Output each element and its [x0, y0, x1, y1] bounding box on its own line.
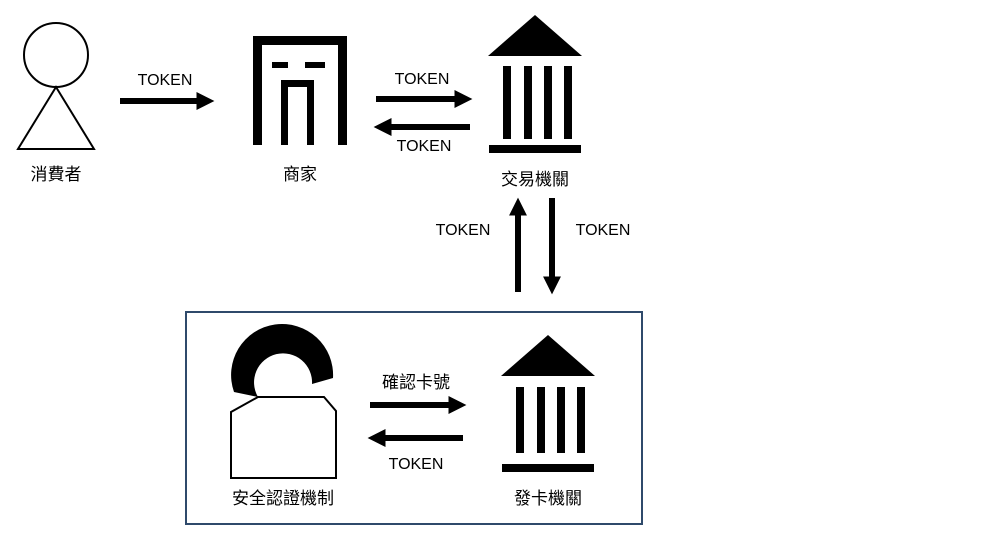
- merchant-shop-icon: [253, 36, 347, 145]
- consumer-person-icon: [16, 22, 96, 150]
- security-label: 安全認證機制: [232, 489, 334, 509]
- consumer-label: 消費者: [31, 165, 82, 185]
- arrow-security-to-issuer-label: 確認卡號: [382, 373, 450, 393]
- issuer-bank-icon: [501, 335, 595, 472]
- arrow-consumer-to-merchant-label: TOKEN: [138, 72, 193, 89]
- arrow-issuer-to-security-label: TOKEN: [389, 456, 444, 473]
- issuer-label: 發卡機關: [514, 489, 582, 509]
- arrow-merchant-to-acquirer-label: TOKEN: [395, 71, 450, 88]
- security-lock-icon: [230, 324, 337, 479]
- arrow-acquirer-to-merchant-label: TOKEN: [397, 138, 452, 155]
- arrow-acquirer-to-issuer-label: TOKEN: [576, 222, 631, 239]
- issuer-domain-frame: [185, 311, 643, 525]
- acquirer-label: 交易機關: [501, 170, 569, 190]
- merchant-label: 商家: [283, 165, 317, 185]
- acquirer-bank-icon: [488, 15, 582, 153]
- arrow-issuer-to-acquirer-label: TOKEN: [436, 222, 491, 239]
